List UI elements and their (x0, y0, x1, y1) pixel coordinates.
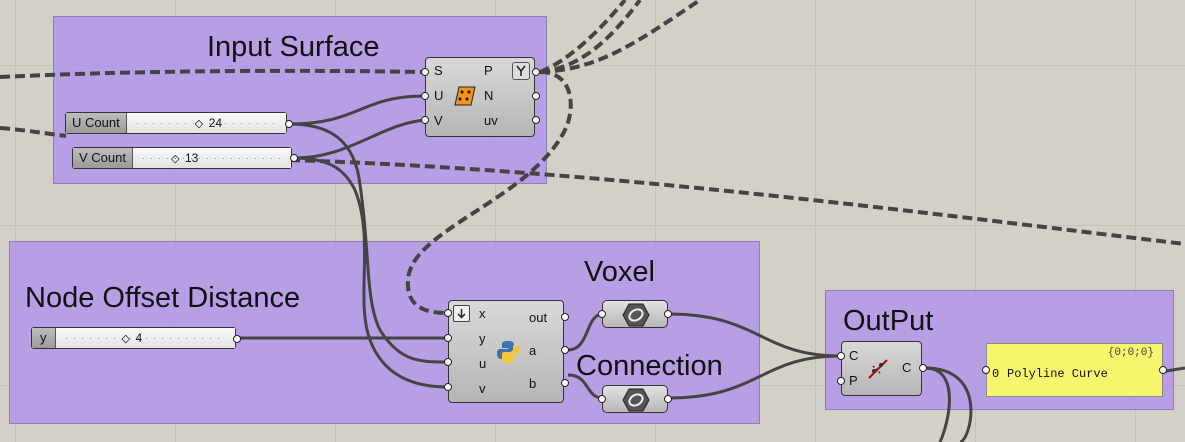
surface-output-n-grip[interactable] (532, 92, 540, 100)
polyline-input-p-label: P (849, 373, 858, 388)
y-slider-label: y (32, 328, 56, 348)
y-slider-track[interactable]: ◇ 4 (55, 328, 235, 348)
graft-flag-icon[interactable] (512, 62, 530, 80)
geometry-hex-icon (622, 388, 650, 412)
python-output-out-grip[interactable] (561, 313, 569, 321)
surface-input-u-grip[interactable] (421, 92, 429, 100)
python-output-b-label: b (529, 376, 537, 391)
surface-input-s-grip[interactable] (421, 68, 429, 76)
input-u-label: U (434, 88, 444, 103)
group-title-voxel: Voxel (584, 256, 655, 288)
panel-input-grip[interactable] (982, 366, 990, 374)
polyline-input-c-label: C (849, 348, 859, 363)
input-s-label: S (434, 63, 443, 78)
v-count-label: V Count (73, 148, 133, 168)
python-input-u-grip[interactable] (444, 358, 452, 366)
collapse-arrow-icon[interactable] (453, 305, 470, 322)
panel-path-label: {0;0;0} (1107, 347, 1154, 359)
v-count-track[interactable]: ◇ 13 (132, 148, 291, 168)
polyline-icon (868, 359, 888, 379)
u-count-label: U Count (66, 113, 127, 133)
voxel-output-grip[interactable] (664, 310, 672, 318)
panel-item-text: Polyline Curve (1007, 367, 1108, 381)
geometry-hex-icon (622, 303, 650, 327)
output-panel[interactable]: {0;0;0} 0 Polyline Curve (986, 343, 1163, 397)
y-slider-output-grip[interactable] (233, 335, 241, 343)
surface-output-p-grip[interactable] (532, 68, 540, 76)
python-script-component[interactable]: x y u v out a b (448, 300, 564, 403)
panel-output-grip[interactable] (1159, 366, 1167, 374)
polyline-output-c-grip[interactable] (919, 364, 927, 372)
polyline-component[interactable]: C P C (841, 341, 922, 396)
group-title-output: OutPut (843, 305, 934, 337)
surface-input-v-grip[interactable] (421, 116, 429, 124)
group-title-input-surface: Input Surface (207, 31, 380, 63)
python-input-y-label: y (479, 331, 486, 346)
group-title-connection: Connection (576, 350, 723, 382)
input-v-label: V (434, 113, 443, 128)
v-count-slider[interactable]: V Count ◇ 13 (72, 147, 292, 169)
y-slider-handle-icon[interactable]: ◇ (121, 333, 130, 345)
python-input-v-label: v (479, 381, 486, 396)
u-count-handle-icon[interactable]: ◇ (194, 118, 204, 130)
python-output-a-label: a (529, 343, 537, 358)
python-logo-icon (497, 341, 519, 363)
group-title-node-offset: Node Offset Distance (25, 282, 301, 314)
v-count-value: 13 (184, 151, 199, 165)
python-output-b-grip[interactable] (561, 379, 569, 387)
y-slider-value: 4 (135, 331, 143, 345)
polyline-input-p-grip[interactable] (837, 377, 845, 385)
output-p-label: P (484, 63, 493, 78)
divide-surface-component[interactable]: S U V P N uv (425, 57, 535, 137)
v-count-handle-icon[interactable]: ◇ (170, 153, 180, 165)
output-n-label: N (484, 88, 494, 103)
surface-output-uv-grip[interactable] (532, 116, 540, 124)
voxel-input-grip[interactable] (598, 310, 606, 318)
python-output-a-grip[interactable] (561, 346, 569, 354)
y-slider[interactable]: y ◇ 4 (31, 327, 236, 349)
v-count-output-grip[interactable] (290, 154, 298, 162)
python-input-v-grip[interactable] (444, 383, 452, 391)
polyline-output-c-label: C (902, 360, 912, 375)
connection-geometry-param[interactable] (602, 385, 668, 413)
u-count-output-grip[interactable] (285, 120, 293, 128)
python-input-x-grip[interactable] (444, 309, 452, 317)
python-input-x-label: x (479, 306, 486, 321)
output-uv-label: uv (484, 113, 498, 128)
u-count-track[interactable]: ◇ 24 (126, 113, 286, 133)
python-input-u-label: u (479, 356, 487, 371)
python-input-y-grip[interactable] (444, 334, 452, 342)
connection-output-grip[interactable] (664, 395, 672, 403)
voxel-geometry-param[interactable] (602, 300, 668, 328)
u-count-value: 24 (208, 116, 223, 130)
u-count-slider[interactable]: U Count ◇ 24 (65, 112, 287, 134)
python-output-out-label: out (529, 310, 548, 325)
divide-surface-icon (454, 86, 476, 106)
connection-input-grip[interactable] (598, 395, 606, 403)
polyline-input-c-grip[interactable] (837, 352, 845, 360)
panel-item-index: 0 (992, 367, 1000, 381)
